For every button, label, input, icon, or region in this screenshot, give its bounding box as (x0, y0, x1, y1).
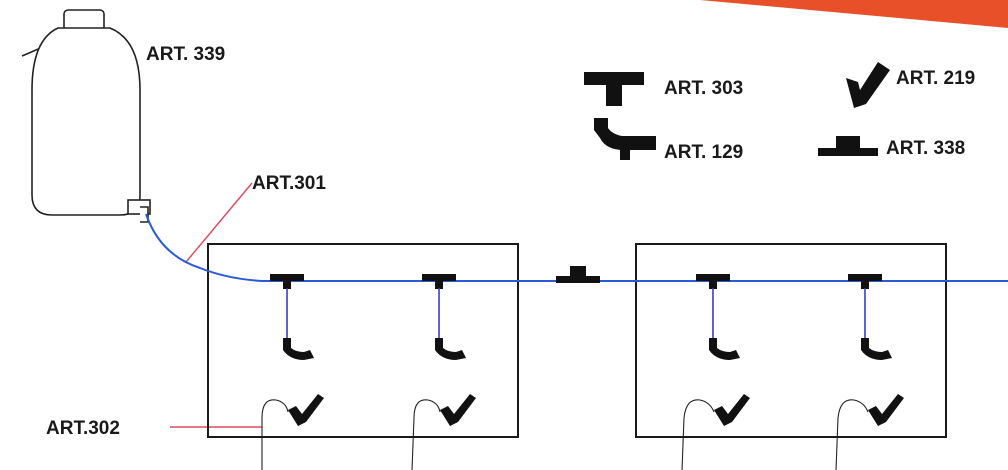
branch-2 (411, 274, 476, 470)
label-main-tube: ART.301 (252, 173, 326, 194)
branch-3 (681, 274, 750, 470)
branch-4 (835, 274, 904, 470)
legend-label-elbow: ART. 129 (664, 142, 743, 163)
legend-label-joiner: ART. 338 (886, 138, 965, 159)
main-tube (145, 213, 1008, 282)
label-drip-tube: ART.302 (46, 418, 120, 439)
water-bottle (21, 9, 151, 223)
legend-label-dripper: ART. 219 (896, 68, 975, 89)
planter-box-2 (635, 243, 947, 438)
planter-box-1 (207, 243, 519, 438)
branch-1 (261, 274, 324, 470)
legend-label-tee: ART. 303 (664, 78, 743, 99)
elbow-connector-icon (594, 118, 656, 160)
corner-banner (700, 0, 1008, 28)
leader-art301 (185, 182, 253, 263)
tee-connector-icon (584, 72, 644, 106)
inline-joiner-icon (818, 136, 878, 156)
label-bottle: ART. 339 (146, 44, 225, 65)
dripper-stake-icon (846, 62, 890, 108)
inline-joiner-fitting (556, 266, 600, 283)
